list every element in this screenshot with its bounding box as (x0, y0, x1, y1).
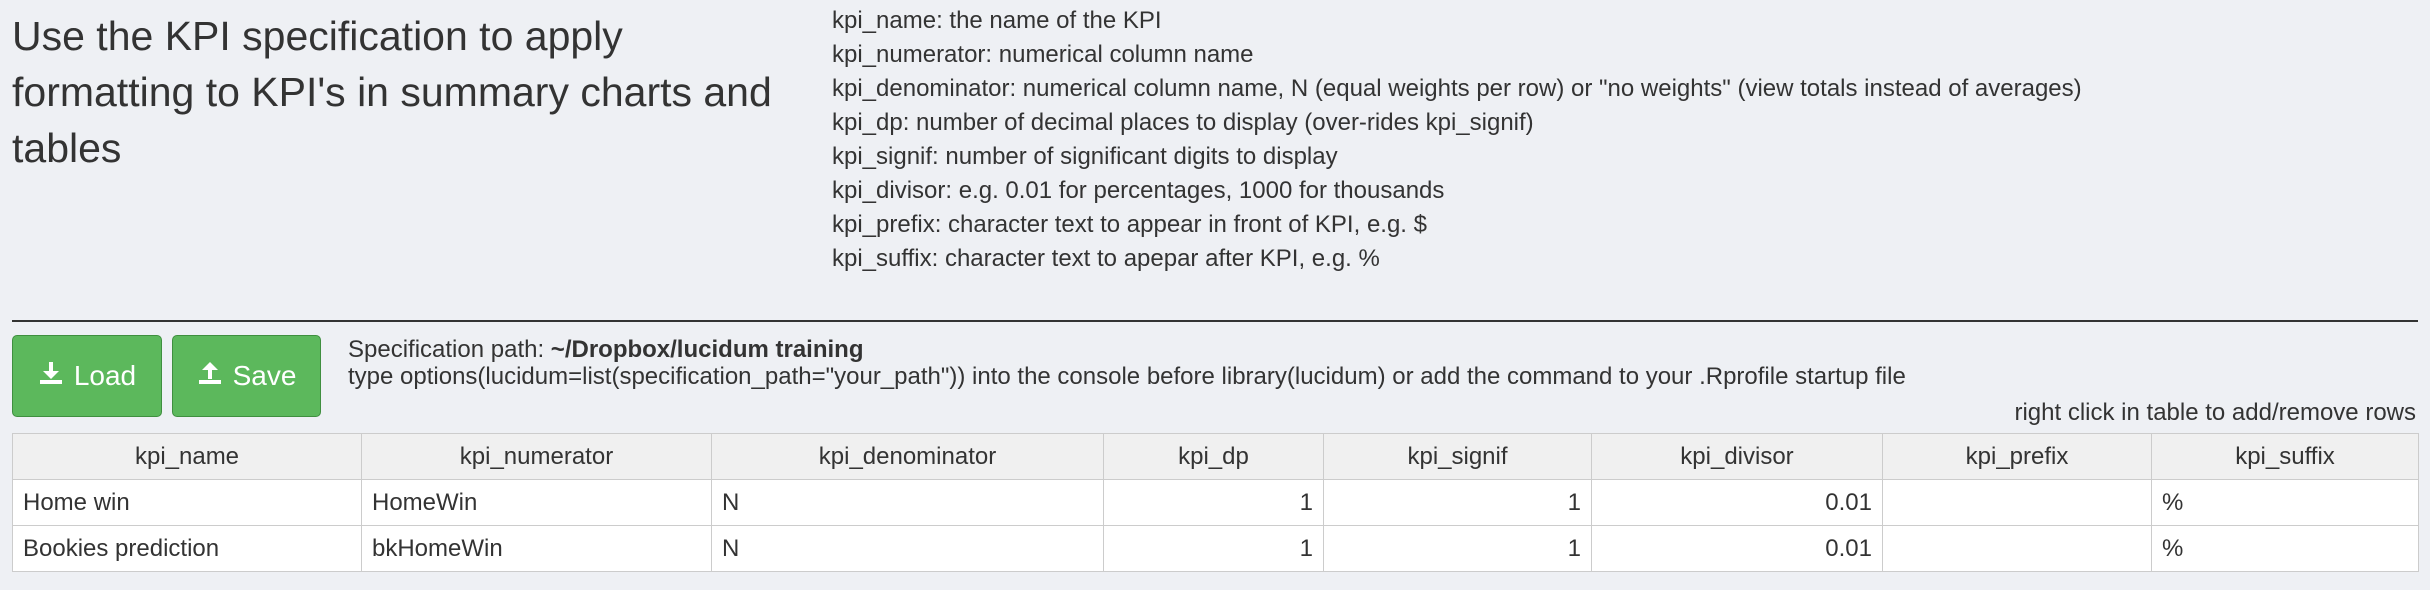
table-cell[interactable]: 0.01 (1591, 525, 1883, 572)
table-hint: right click in table to add/remove rows (2014, 399, 2416, 426)
column-header[interactable]: kpi_prefix (1882, 433, 2152, 480)
kpi-spec-table: kpi_name kpi_numerator kpi_denominator k… (12, 433, 2419, 572)
spec-description-kpi-divisor: kpi_divisor: e.g. 0.01 for percentages, … (832, 177, 1445, 204)
spec-description-kpi-dp: kpi_dp: number of decimal places to disp… (832, 109, 1534, 136)
save-button-label: Save (232, 360, 297, 391)
upload-icon (197, 360, 223, 393)
table-cell[interactable]: HomeWin (361, 479, 712, 526)
specification-path-info: Specification path: ~/Dropbox/lucidum tr… (348, 336, 2338, 390)
table-cell[interactable]: bkHomeWin (361, 525, 712, 572)
table-cell[interactable]: N (711, 525, 1104, 572)
table-cell[interactable]: % (2151, 525, 2419, 572)
table-cell[interactable]: 1 (1103, 479, 1324, 526)
table-cell[interactable]: % (2151, 479, 2419, 526)
specification-path-hint: type options(lucidum=list(specification_… (348, 363, 1906, 390)
column-header[interactable]: kpi_dp (1103, 433, 1324, 480)
table-cell[interactable]: Home win (12, 479, 362, 526)
spec-description-kpi-denominator: kpi_denominator: numerical column name, … (832, 75, 2082, 102)
spec-description-kpi-name: kpi_name: the name of the KPI (832, 7, 1162, 34)
table-header-row: kpi_name kpi_numerator kpi_denominator k… (12, 433, 2419, 480)
table-row: Bookies prediction bkHomeWin N 1 1 0.01 … (12, 525, 2419, 572)
column-header[interactable]: kpi_signif (1323, 433, 1592, 480)
table-cell[interactable]: Bookies prediction (12, 525, 362, 572)
table-cell[interactable]: 1 (1103, 525, 1324, 572)
specification-path-label: Specification path: (348, 336, 551, 363)
table-row: Home win HomeWin N 1 1 0.01 % (12, 479, 2419, 526)
table-cell[interactable]: 1 (1323, 479, 1592, 526)
spec-description-kpi-prefix: kpi_prefix: character text to appear in … (832, 211, 1427, 238)
table-cell[interactable] (1882, 525, 2152, 572)
table-cell[interactable]: 0.01 (1591, 479, 1883, 526)
specification-path-line: Specification path: ~/Dropbox/lucidum tr… (348, 336, 2338, 363)
save-button[interactable]: Save (172, 335, 321, 417)
specification-path-value: ~/Dropbox/lucidum training (550, 336, 864, 363)
download-icon (38, 360, 64, 393)
column-header[interactable]: kpi_divisor (1591, 433, 1883, 480)
spec-description-kpi-suffix: kpi_suffix: character text to apepar aft… (832, 245, 1380, 272)
column-header[interactable]: kpi_suffix (2151, 433, 2419, 480)
column-header[interactable]: kpi_name (12, 433, 362, 480)
column-header[interactable]: kpi_numerator (361, 433, 712, 480)
load-button-label: Load (73, 360, 137, 391)
section-divider (12, 320, 2418, 322)
spec-description-kpi-numerator: kpi_numerator: numerical column name (832, 41, 1254, 68)
load-button[interactable]: Load (12, 335, 162, 417)
spec-description-kpi-signif: kpi_signif: number of significant digits… (832, 143, 1338, 170)
table-cell[interactable]: 1 (1323, 525, 1592, 572)
table-cell[interactable]: N (711, 479, 1104, 526)
page-title: Use the KPI specification to apply forma… (12, 13, 772, 171)
spec-description-list: kpi_name: the name of the KPI kpi_numera… (832, 4, 2412, 276)
table-cell[interactable] (1882, 479, 2152, 526)
column-header[interactable]: kpi_denominator (711, 433, 1104, 480)
